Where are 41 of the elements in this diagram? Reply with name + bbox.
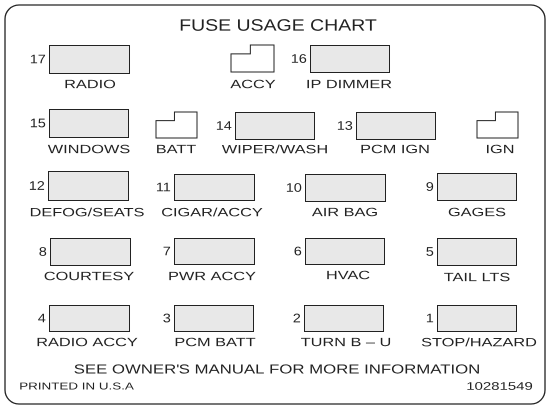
relay-label: BATT (157, 144, 196, 154)
fuse-label: HVAC (327, 270, 370, 280)
fuse-label: IP DIMMER (307, 80, 392, 88)
fuse-number: 10 (286, 183, 302, 192)
print-note: PRINTED IN U.S.A (20, 382, 134, 390)
fuse-label: PCM BATT (176, 338, 256, 346)
fuse-number: 16 (292, 54, 306, 63)
fuse-number: 14 (216, 121, 232, 130)
fuse-number: 12 (30, 181, 44, 190)
fuse-label: RADIO (66, 80, 116, 88)
fuse-number: 1 (426, 314, 434, 322)
fuse-number: 7 (164, 246, 170, 256)
fuse-label: RADIO ACCY (38, 338, 138, 346)
fuse-label: AIR BAG (312, 208, 377, 216)
relay-label: ACCY (230, 80, 276, 88)
fuse-number: 8 (39, 247, 46, 256)
fuse-number: 3 (163, 314, 170, 322)
footer-note: SEE OWNER'S MANUAL FOR MORE INFORMATION (74, 364, 479, 374)
fuse-label: PCM IGN (361, 144, 429, 154)
fuse-number: 4 (38, 314, 46, 322)
fuse-number: 5 (426, 247, 434, 256)
chart-title: FUSE USAGE CHART (180, 19, 376, 31)
fuse-label: TAIL LTS (444, 272, 510, 282)
fuse-label: COURTESY (44, 272, 134, 280)
fuse-label: GAGES (448, 208, 506, 216)
fuse-number: 6 (294, 246, 302, 256)
fuse-number: 9 (426, 182, 434, 191)
fuse-label: STOP/HAZARD (422, 338, 536, 346)
fuse-number: 15 (30, 118, 46, 128)
fuse-label: CIGAR/ACCY (162, 208, 262, 216)
fuse-label: TURN B – U (301, 338, 390, 346)
fuse-label: WINDOWS (48, 144, 130, 154)
fuse-label: WIPER/WASH (222, 144, 327, 154)
part-number: 10281549 (467, 382, 532, 390)
relay-label: IGN (487, 144, 514, 154)
fuse-label: PWR ACCY (169, 272, 256, 280)
fuse-number: 17 (30, 54, 46, 64)
fuse-number: 13 (338, 121, 352, 130)
fuse-label: DEFOG/SEATS (30, 208, 144, 216)
fuse-number: 11 (156, 182, 170, 192)
fuse-number: 2 (294, 314, 300, 322)
